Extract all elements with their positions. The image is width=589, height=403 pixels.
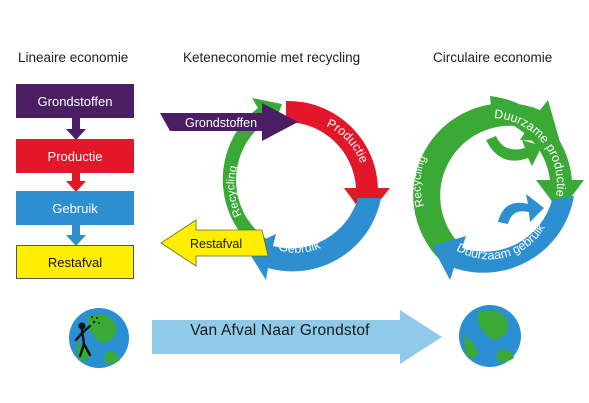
svg-text:Gebruik: Gebruik bbox=[277, 237, 322, 255]
linear-step-waste: Restafval bbox=[16, 245, 134, 279]
banner-arrow bbox=[152, 310, 442, 364]
linear-step-production: Productie bbox=[16, 139, 134, 173]
linear-step-raw-materials: Grondstoffen bbox=[16, 84, 134, 118]
chain-waste-label: Restafval bbox=[190, 237, 242, 251]
svg-text:Recycling: Recycling bbox=[225, 164, 244, 218]
linear-step-use: Gebruik bbox=[16, 191, 134, 225]
chain-recycling-label: Recycling bbox=[225, 164, 244, 218]
circular-economy-title: Circulaire economie bbox=[433, 50, 553, 65]
chain-production-arrow bbox=[286, 100, 390, 218]
inner-green-curl-icon bbox=[486, 136, 542, 166]
chain-recycling-arrow bbox=[222, 98, 282, 253]
chain-use-label: Gebruik bbox=[277, 237, 322, 255]
banner-label: Van Afval Naar Grondstof bbox=[190, 322, 370, 339]
circular-recycling-arrow bbox=[413, 100, 560, 262]
chain-waste-arrow bbox=[160, 219, 269, 267]
globe-icon bbox=[69, 308, 129, 368]
chain-economy-title: Keteneconomie met recycling bbox=[183, 50, 361, 65]
circular-production-arrow bbox=[490, 96, 584, 212]
globe-icon bbox=[459, 305, 521, 367]
linear-economy-title: Lineaire economie bbox=[18, 50, 129, 65]
inner-blue-curl-icon bbox=[498, 194, 544, 224]
chain-use-arrow bbox=[246, 198, 381, 280]
chain-input-label: Grondstoffen bbox=[185, 116, 257, 130]
down-arrow-icon bbox=[66, 225, 86, 246]
circular-use-arrow bbox=[432, 196, 574, 280]
down-arrow-icon bbox=[66, 172, 86, 192]
down-arrow-icon bbox=[66, 118, 86, 140]
person-throwing-waste-icon bbox=[74, 316, 100, 358]
chain-input-arrow bbox=[160, 103, 298, 141]
